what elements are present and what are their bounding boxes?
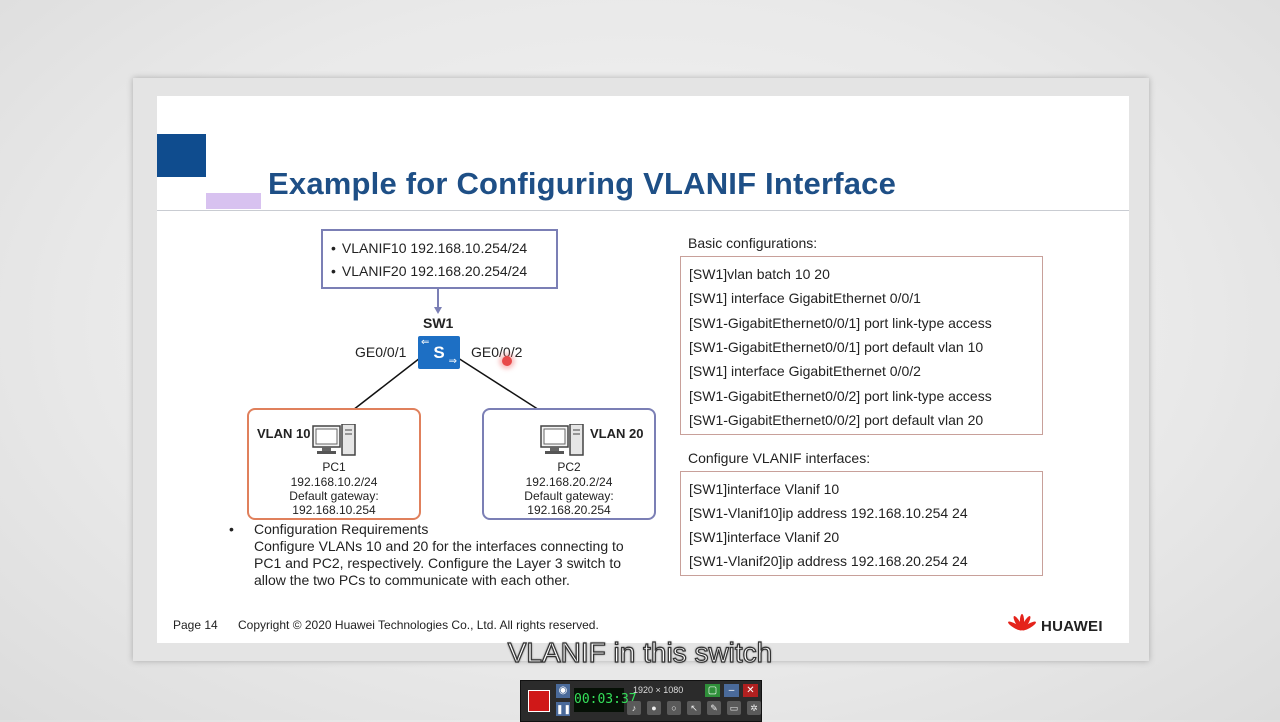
- vlanif-config-box: [SW1]interface Vlanif 10 [SW1-Vlanif10]i…: [680, 471, 1043, 576]
- deco-blue-square: [157, 134, 206, 177]
- config-line: [SW1]interface Vlanif 20: [689, 529, 840, 545]
- huawei-petal-icon: [1008, 614, 1036, 631]
- config-line: [SW1-GigabitEthernet0/0/2] port default …: [689, 412, 984, 428]
- pc1-ip: 192.168.10.2/24: [290, 475, 378, 489]
- folder-icon[interactable]: ▭: [727, 701, 741, 715]
- pause-icon[interactable]: ❚❚: [556, 702, 572, 716]
- huawei-logo: HUAWEI: [1007, 614, 1117, 638]
- requirements-text: Configure VLANs 10 and 20 for the interf…: [254, 538, 624, 588]
- recorder-toolbar[interactable]: ◉ ❚❚ 00:03:37 1920 × 1080 ♪ ● ○ ↖ ✎ ▭ ✲ …: [520, 680, 762, 722]
- vlanif-address-box: •VLANIF10 192.168.10.254/24 •VLANIF20 19…: [321, 229, 558, 289]
- speaker-icon[interactable]: ♪: [627, 701, 641, 715]
- basic-config-title: Basic configurations:: [688, 235, 818, 251]
- pc-icon: [312, 424, 356, 456]
- pc2-ip: 192.168.20.2/24: [525, 475, 613, 489]
- pc2-name: PC2: [557, 460, 581, 474]
- vlan20-box: VLAN 20 PC2 192.168.20.2/24 Default gate…: [482, 408, 656, 520]
- config-line: [SW1]vlan batch 10 20: [689, 266, 830, 282]
- port-right-label: GE0/0/2: [471, 344, 523, 360]
- pc1-gateway: 192.168.10.254: [292, 503, 376, 517]
- vlan20-label: VLAN 20: [590, 426, 644, 441]
- vlan10-box: VLAN 10 PC1 192.168.10.2/24 Default gate…: [247, 408, 421, 520]
- resolution-label: 1920 × 1080: [633, 685, 684, 695]
- switch-icon: ⇐ ⇒ S: [418, 336, 460, 369]
- title-divider: [157, 210, 1129, 211]
- settings-icon[interactable]: ✲: [747, 701, 761, 715]
- basic-config-box: [SW1]vlan batch 10 20 [SW1] interface Gi…: [680, 256, 1043, 435]
- video-subtitle: VLANIF in this switch: [507, 636, 773, 668]
- cursor-icon[interactable]: ↖: [687, 701, 701, 715]
- requirements-heading: Configuration Requirements: [254, 521, 429, 537]
- stop-icon[interactable]: [528, 690, 550, 712]
- brand-name: HUAWEI: [1041, 618, 1103, 635]
- recording-timer: 00:03:37: [574, 688, 637, 712]
- switch-name: SW1: [423, 315, 454, 331]
- microphone-icon[interactable]: ●: [647, 701, 661, 715]
- webcam-icon[interactable]: ○: [667, 701, 681, 715]
- pc2-gateway-label: Default gateway:: [524, 489, 614, 503]
- config-line: [SW1-GigabitEthernet0/0/1] port link-typ…: [689, 315, 992, 331]
- close-icon[interactable]: ✕: [743, 684, 758, 697]
- pc2-gateway: 192.168.20.254: [527, 503, 611, 517]
- minimize-icon[interactable]: –: [724, 684, 739, 697]
- config-line: [SW1]interface Vlanif 10: [689, 481, 840, 497]
- camera-icon[interactable]: ◉: [556, 684, 570, 698]
- config-line: [SW1-GigabitEthernet0/0/1] port default …: [689, 339, 984, 355]
- vlanif20-item: •VLANIF20 192.168.20.254/24: [331, 263, 528, 279]
- page-number: Page 14: [173, 618, 218, 632]
- copyright: Copyright © 2020 Huawei Technologies Co.…: [238, 618, 599, 632]
- pc1-name: PC1: [322, 460, 346, 474]
- pen-icon[interactable]: ✎: [707, 701, 721, 715]
- pc1-gateway-label: Default gateway:: [289, 489, 379, 503]
- vlanif10-item: •VLANIF10 192.168.10.254/24: [331, 240, 528, 256]
- pointer-highlight: [502, 356, 512, 366]
- config-line: [SW1-GigabitEthernet0/0/2] port link-typ…: [689, 388, 992, 404]
- vlan10-label: VLAN 10: [257, 426, 311, 441]
- config-line: [SW1] interface GigabitEthernet 0/0/1: [689, 290, 921, 306]
- config-line: [SW1-Vlanif10]ip address 192.168.10.254 …: [689, 505, 968, 521]
- slide-title: Example for Configuring VLANIF Interface: [268, 166, 897, 201]
- restore-icon[interactable]: ▢: [705, 684, 720, 697]
- pc-icon: [540, 424, 584, 456]
- vlanif-config-title: Configure VLANIF interfaces:: [688, 450, 871, 466]
- config-line: [SW1] interface GigabitEthernet 0/0/2: [689, 363, 921, 379]
- config-line: [SW1-Vlanif20]ip address 192.168.20.254 …: [689, 553, 968, 569]
- slide: Example for Configuring VLANIF Interface…: [157, 96, 1129, 643]
- deco-purple-bar: [206, 193, 261, 209]
- port-left-label: GE0/0/1: [355, 344, 407, 360]
